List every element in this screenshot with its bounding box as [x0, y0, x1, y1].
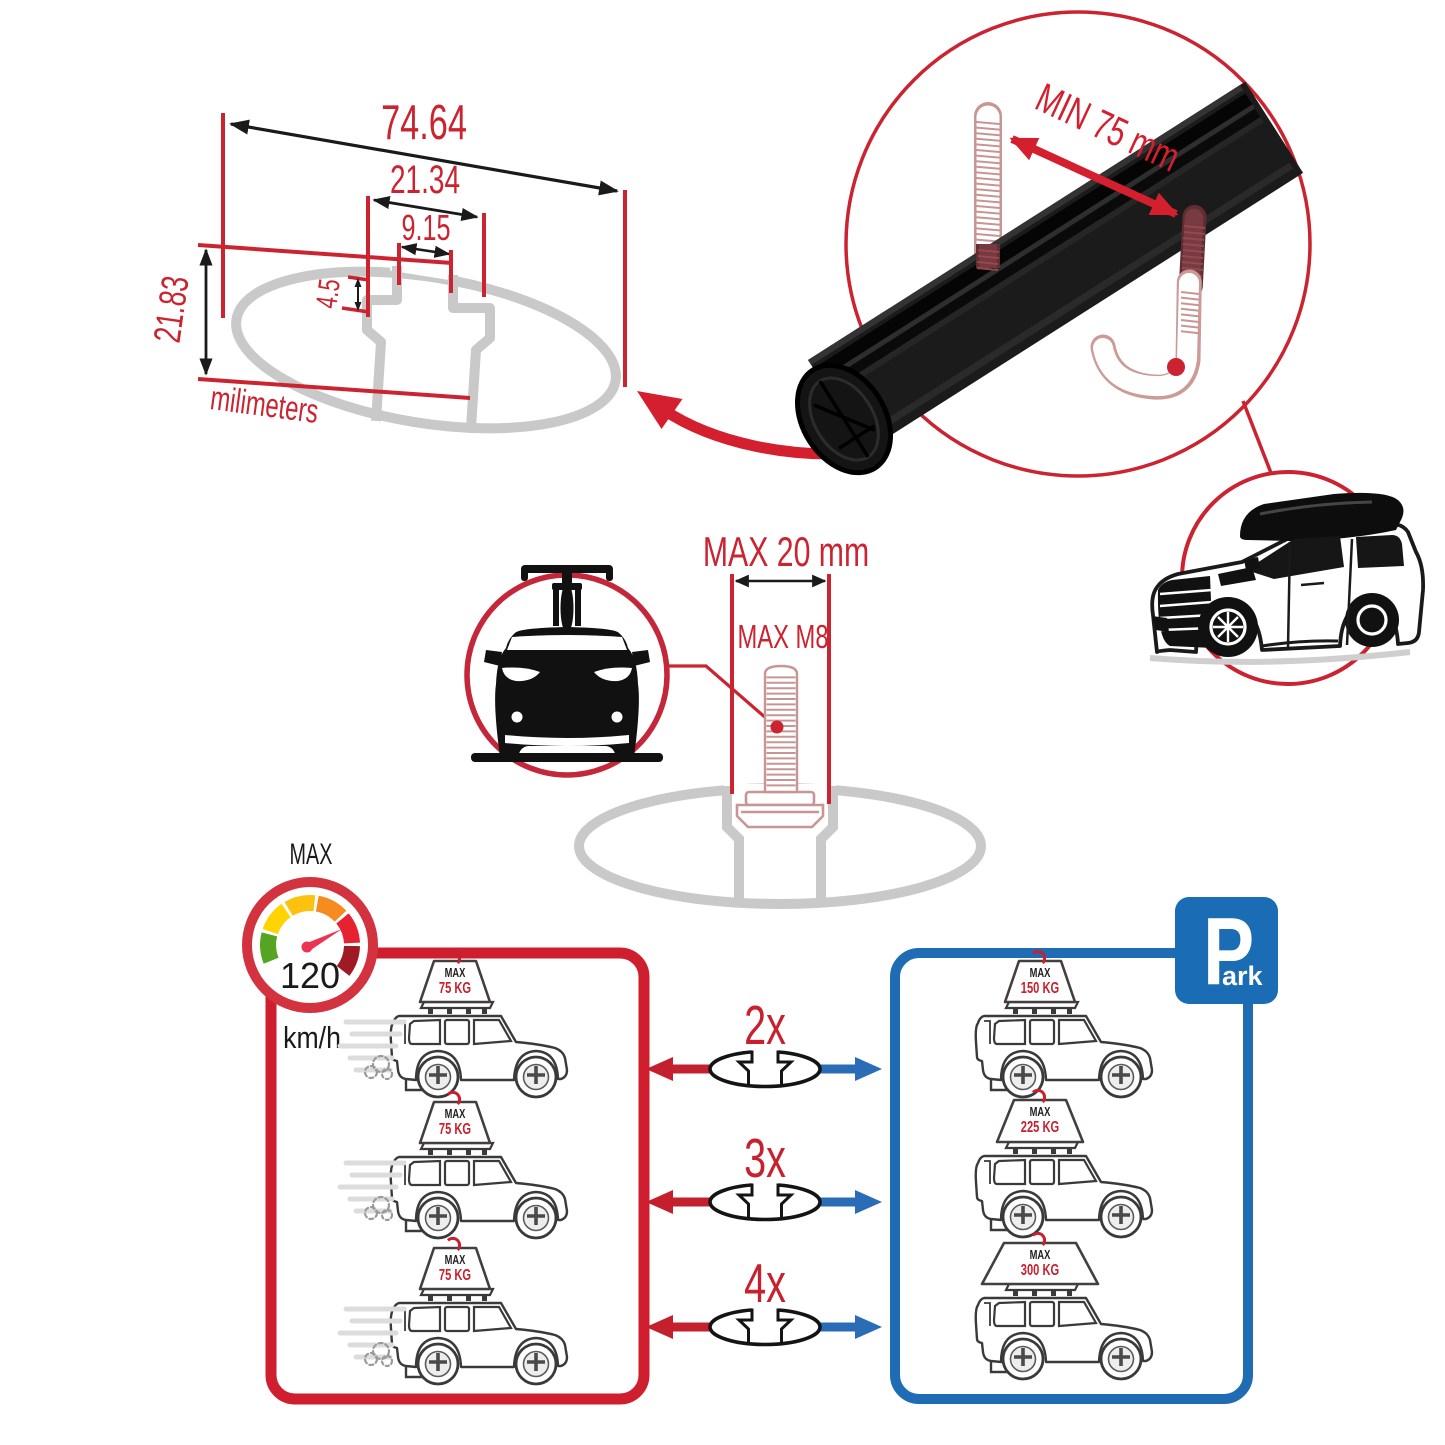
svg-text:300 KG: 300 KG [1021, 1261, 1059, 1278]
svg-text:MAX: MAX [445, 967, 466, 981]
svg-text:75 KG: 75 KG [439, 979, 471, 996]
svg-text:MAX M8: MAX M8 [737, 619, 828, 656]
svg-text:21.83: 21.83 [145, 273, 197, 345]
svg-text:MAX: MAX [445, 1108, 466, 1122]
svg-text:MAX: MAX [1030, 967, 1051, 981]
svg-text:MAX 20 mm: MAX 20 mm [703, 528, 869, 575]
svg-text:120: 120 [280, 955, 340, 996]
svg-text:MAX: MAX [1030, 1249, 1051, 1263]
svg-text:MIN 75 mm: MIN 75 mm [1029, 74, 1187, 180]
svg-text:74.64: 74.64 [381, 95, 467, 149]
svg-text:75 KG: 75 KG [439, 1266, 471, 1283]
svg-text:21.34: 21.34 [390, 158, 460, 202]
svg-text:9.15: 9.15 [401, 208, 450, 249]
svg-text:MAX: MAX [290, 838, 333, 871]
svg-text:MAX: MAX [445, 1254, 466, 1268]
svg-text:4.5: 4.5 [311, 277, 347, 310]
svg-text:km/h: km/h [283, 1021, 341, 1055]
svg-text:225 KG: 225 KG [1021, 1118, 1059, 1135]
svg-text:MAX: MAX [1030, 1106, 1051, 1120]
svg-text:75 KG: 75 KG [439, 1120, 471, 1137]
svg-text:ark: ark [1222, 961, 1264, 991]
svg-text:P: P [1203, 898, 1254, 1005]
svg-text:150 KG: 150 KG [1021, 979, 1059, 996]
